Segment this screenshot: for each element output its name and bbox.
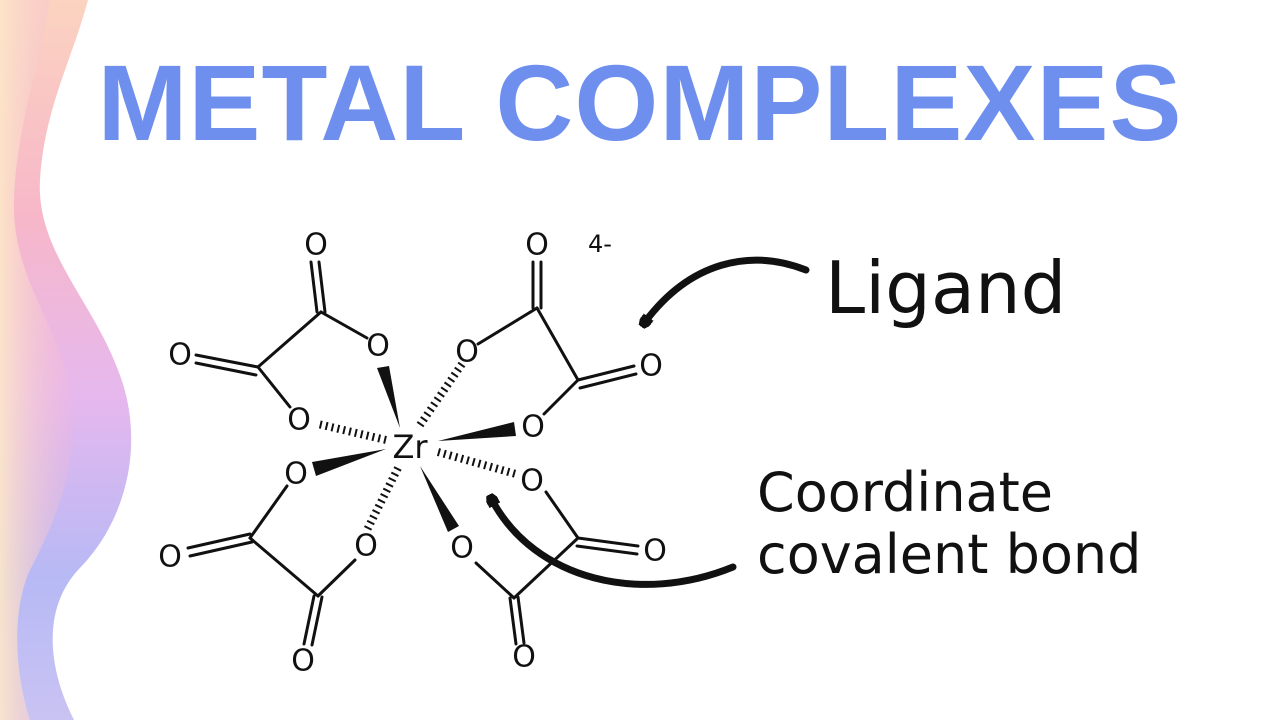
atom-o: O	[512, 640, 536, 675]
atom-o: O	[168, 338, 192, 373]
atom-o: O	[639, 349, 663, 384]
atoms: O O O O O O O O Zr O O O O O O O O 4-	[158, 228, 667, 679]
bond-arrow	[492, 500, 737, 588]
bond-c4-o-outer	[576, 364, 636, 382]
atom-o: O	[521, 410, 545, 445]
bond-c7-o-outer-double	[575, 544, 639, 556]
hash-bond-right	[436, 448, 518, 478]
hash-bond-lower-left	[362, 466, 402, 534]
bond-c7-c8	[512, 536, 580, 600]
covalent-bonds	[186, 260, 640, 647]
ligand-arrow	[645, 256, 810, 322]
bond-c7-o-outer	[576, 536, 640, 548]
bond-c5-o-ring	[248, 484, 289, 540]
metal-atom-zr: Zr	[392, 428, 428, 466]
bond-c1-o-ring	[319, 310, 369, 340]
bond-c8-o-ring	[474, 561, 516, 600]
atom-o: O	[450, 531, 474, 566]
bond-c4-o-outer-double	[578, 372, 638, 390]
atom-o: O	[287, 403, 311, 438]
ligand-label: Ligand	[825, 246, 1067, 330]
wave-highlight	[0, 0, 74, 720]
atom-o: O	[354, 529, 378, 564]
bond-c1-o-top-double	[309, 260, 319, 314]
bond-c5-c6	[248, 536, 320, 598]
bond-c8-o-bottom	[508, 596, 518, 646]
hash-bond-left	[317, 420, 387, 444]
atom-o: O	[291, 644, 315, 679]
bond-c1-o-top	[317, 260, 327, 314]
atom-o: O	[520, 464, 544, 499]
atom-o: O	[284, 457, 308, 492]
atom-o: O	[643, 534, 667, 569]
bond-c3-c4	[535, 306, 580, 382]
wedge-bond-lower	[420, 466, 459, 532]
decorative-wave-background	[0, 0, 132, 720]
bond-c6-o-ring	[316, 558, 357, 598]
bond-c3-o-ring	[476, 306, 539, 346]
coordinate-bonds	[312, 361, 518, 534]
bond-c6-o-bottom-double	[310, 595, 324, 647]
bond-c4-o-ring	[542, 378, 580, 416]
atom-o: O	[455, 335, 479, 370]
bond-c1-c2	[256, 310, 323, 369]
bond-c5-o-outer	[186, 532, 252, 550]
bond-c7-o-ring	[544, 490, 580, 540]
bond-c8-o-bottom-double	[516, 595, 526, 645]
wedge-bond-right	[438, 422, 516, 441]
page-title: METAL COMPLEXES	[97, 42, 1183, 163]
bond-c2-o-outer-double	[194, 361, 258, 377]
bond-c6-o-bottom	[302, 594, 316, 646]
bond-c2-o-outer	[194, 353, 260, 369]
callout-arrows	[492, 256, 810, 588]
coordinate-bond-label-line1: Coordinate	[757, 461, 1054, 524]
wedge-bond-left	[312, 449, 386, 476]
bond-c5-o-outer-double	[188, 540, 254, 558]
atom-o: O	[525, 228, 549, 263]
atom-o: O	[158, 540, 182, 575]
hash-bond-upper-right	[416, 361, 466, 428]
atom-o: O	[366, 329, 390, 364]
atom-o: O	[304, 228, 328, 263]
coordinate-bond-label-line2: covalent bond	[757, 523, 1142, 586]
bond-c2-o-ring	[256, 365, 292, 409]
coordinate-bond-label: Coordinate covalent bond	[757, 462, 1141, 586]
wedge-bond-upper	[377, 366, 400, 428]
complex-charge: 4-	[588, 230, 612, 258]
